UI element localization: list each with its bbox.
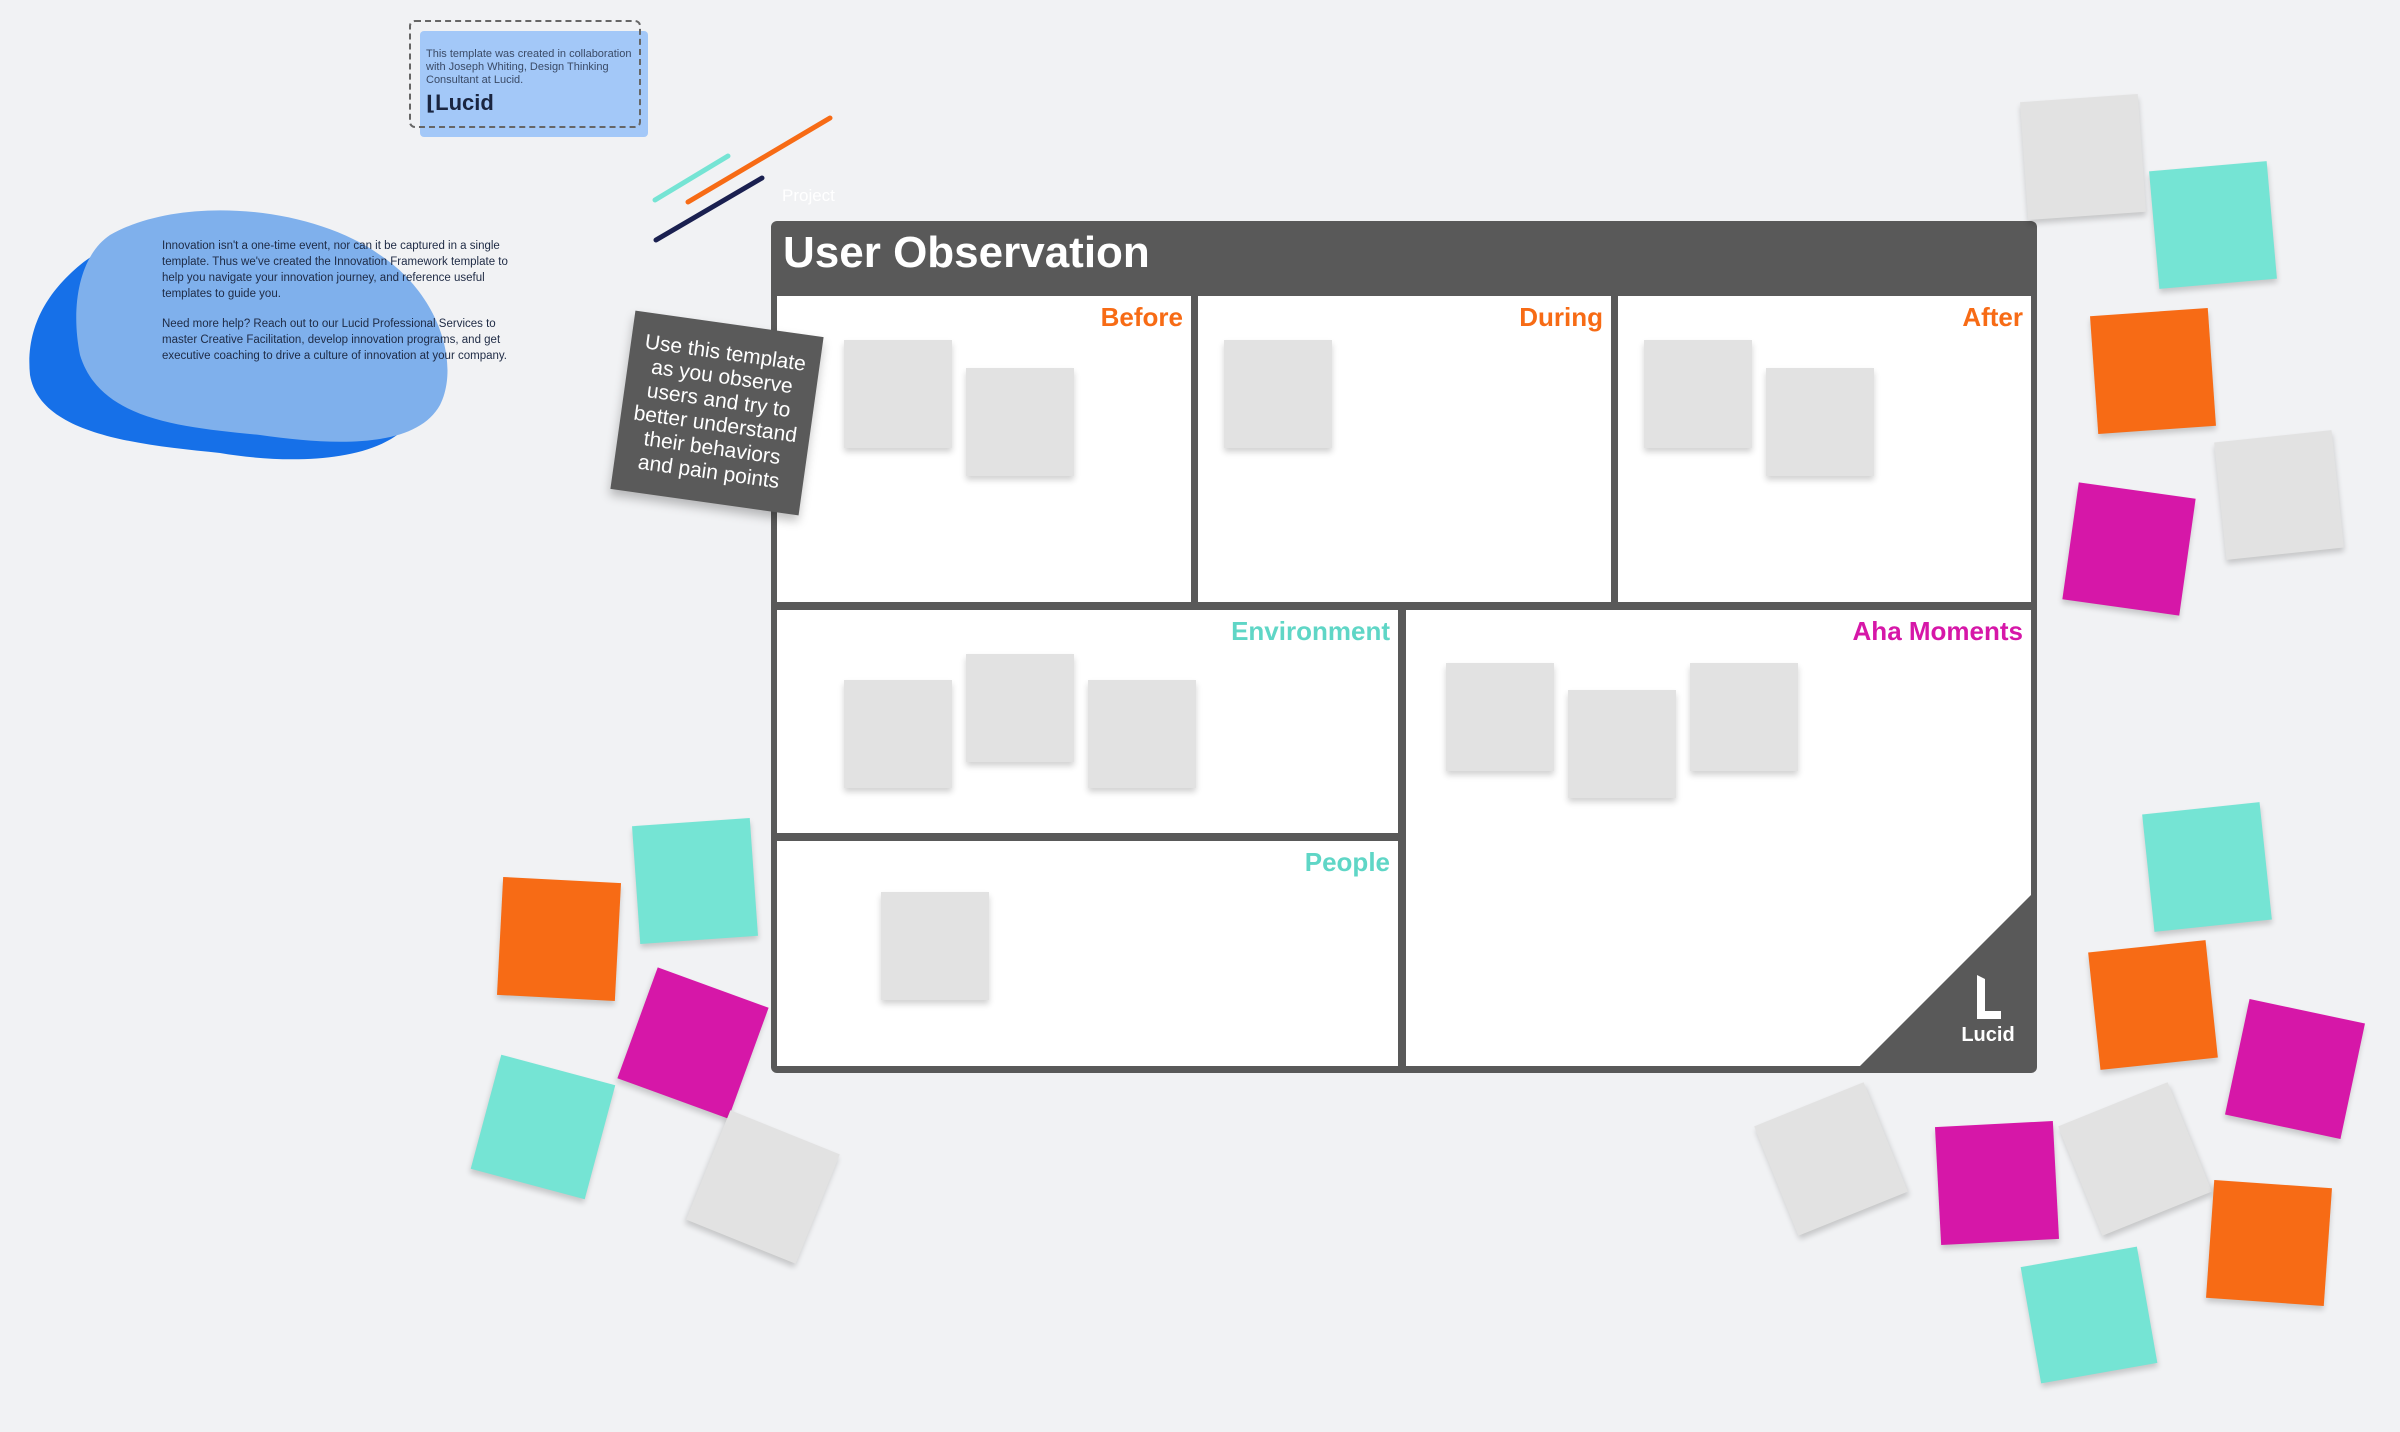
blob-decoration xyxy=(29,210,448,460)
section-during-label: During xyxy=(1519,302,1603,332)
sticky-note[interactable] xyxy=(1644,340,1752,448)
selection-frame xyxy=(409,20,641,128)
sticky-note[interactable] xyxy=(1754,1082,1908,1236)
sticky-note[interactable] xyxy=(1766,368,1874,476)
intro-text: Innovation isn't a one-time event, nor c… xyxy=(162,238,512,364)
section-aha-label: Aha Moments xyxy=(1852,616,2023,646)
sticky-note[interactable] xyxy=(686,1110,840,1264)
sticky-note[interactable] xyxy=(1224,340,1332,448)
board-title[interactable]: User Observation xyxy=(783,228,1150,277)
sticky-note[interactable] xyxy=(966,654,1074,762)
sticky-note[interactable] xyxy=(470,1054,616,1200)
lucid-logo-icon: ⌊ xyxy=(426,93,436,115)
intro-paragraph-2: Need more help? Reach out to our Lucid P… xyxy=(162,318,507,362)
sticky-note[interactable] xyxy=(844,680,952,788)
board-logo-text: Lucid xyxy=(1961,1024,2015,1046)
section-before-label: Before xyxy=(1100,302,1183,332)
collaboration-text: This template was created in collaborati… xyxy=(426,48,632,86)
lucid-logo: ⌊Lucid xyxy=(426,90,494,115)
sticky-note[interactable] xyxy=(632,818,758,944)
intro-paragraph-1: Innovation isn't a one-time event, nor c… xyxy=(162,240,508,300)
sticky-note[interactable] xyxy=(2214,430,2344,560)
sticky-note[interactable] xyxy=(2058,1082,2212,1236)
sticky-note[interactable] xyxy=(2020,1246,2158,1384)
sticky-note[interactable] xyxy=(1088,680,1196,788)
section-people[interactable]: People xyxy=(777,841,1398,1066)
lucid-mark-icon xyxy=(1977,975,2001,1019)
board-lucid-logo: Lucid xyxy=(1960,975,2016,1047)
collaboration-note[interactable] xyxy=(420,31,648,137)
corner-logo-triangle xyxy=(1856,890,2036,1070)
sticky-note[interactable] xyxy=(2020,94,2146,220)
sticky-note[interactable] xyxy=(881,892,989,1000)
sticky-note[interactable] xyxy=(2225,999,2365,1139)
decorative-lines xyxy=(652,115,833,243)
sticky-note[interactable] xyxy=(617,967,769,1119)
sticky-note[interactable] xyxy=(2142,802,2272,932)
sticky-note[interactable] xyxy=(2149,161,2277,289)
sticky-note[interactable] xyxy=(1934,1120,2060,1246)
sticky-note[interactable] xyxy=(966,368,1074,476)
section-environment-label: Environment xyxy=(1231,616,1390,646)
sticky-note[interactable] xyxy=(2062,482,2196,616)
sticky-note[interactable] xyxy=(844,340,952,448)
sticky-note[interactable] xyxy=(1446,663,1554,771)
section-people-label: People xyxy=(1304,847,1390,877)
sticky-note[interactable] xyxy=(2206,1180,2332,1306)
section-after-label: After xyxy=(1962,302,2023,332)
sticky-note[interactable] xyxy=(2088,940,2218,1070)
sticky-note[interactable] xyxy=(2090,308,2216,434)
sticky-note[interactable] xyxy=(496,876,622,1002)
sticky-note[interactable] xyxy=(1568,690,1676,798)
sticky-note[interactable] xyxy=(1690,663,1798,771)
project-label: Project xyxy=(782,186,835,205)
instruction-card[interactable]: Use this template as you observe users a… xyxy=(610,310,824,516)
